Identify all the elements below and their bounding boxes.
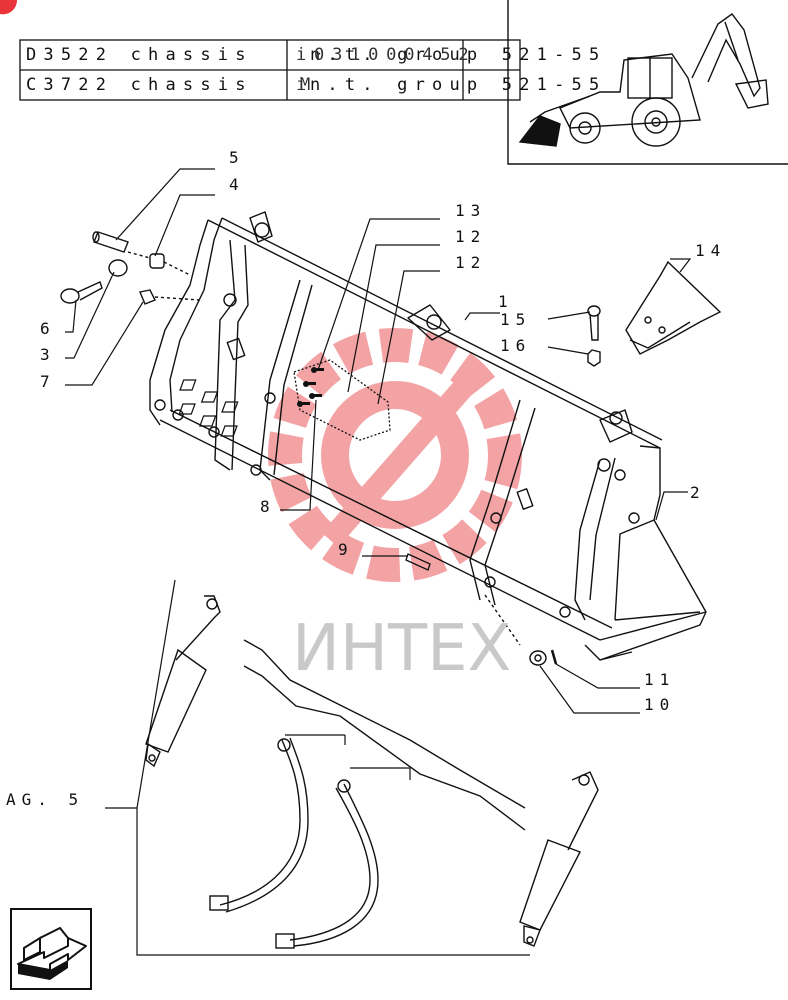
navigation-arrow-button[interactable] [10, 908, 92, 990]
header-overlay-m: M [300, 75, 318, 95]
callout-9: 9 [338, 540, 354, 559]
header-row-2-group: n.t. group 521-55 [310, 75, 607, 95]
header-row-1-model: D3522 chassis [26, 45, 253, 65]
callout-16: 16 [500, 336, 531, 355]
callout-3: 3 [40, 345, 56, 364]
pin-9 [405, 553, 431, 571]
header-row-1-group: n.t. group 521-55 [310, 45, 607, 65]
callout-12a: 12 [455, 227, 486, 246]
callout-14: 14 [695, 241, 726, 260]
backhoe-loader-icon [507, 0, 788, 165]
callout-12b: 12 [455, 253, 486, 272]
callout-15: 15 [500, 310, 531, 329]
callout-6: 6 [40, 319, 56, 338]
washer-and-ring [484, 594, 558, 666]
header-overlay-code: i031000452 [296, 45, 477, 65]
hydraulic-hoses [209, 639, 526, 949]
callout-10: 10 [644, 695, 675, 714]
bucket-tooth [625, 260, 722, 355]
watermark-text: ИНТЕХ [292, 612, 511, 686]
corner-badge-icon [0, 0, 18, 15]
callout-7: 7 [40, 372, 56, 391]
header-row-2-model: C3722 chassis [26, 75, 253, 95]
header-overlay-i: i [296, 75, 314, 95]
wear-pads [178, 359, 391, 441]
callout-8: 8 [260, 497, 276, 516]
callout-ref-ag5: AG. 5 [6, 790, 84, 809]
left-pin-hardware [60, 231, 201, 305]
hydraulic-cylinders [145, 595, 599, 947]
bucket-assembly [149, 211, 707, 661]
tooth-bolt-nut [587, 305, 601, 367]
callout-4: 4 [229, 175, 245, 194]
navigation-arrow-icon [10, 908, 92, 990]
pad-bolts [297, 367, 324, 407]
callout-11: 11 [644, 670, 675, 689]
callout-2: 2 [690, 483, 706, 502]
header-table [19, 39, 521, 101]
leader-lines [65, 168, 692, 956]
callout-1: 1 [498, 292, 514, 311]
watermark-gear-icon [268, 328, 522, 582]
callout-5: 5 [229, 148, 245, 167]
callout-13: 13 [455, 201, 486, 220]
